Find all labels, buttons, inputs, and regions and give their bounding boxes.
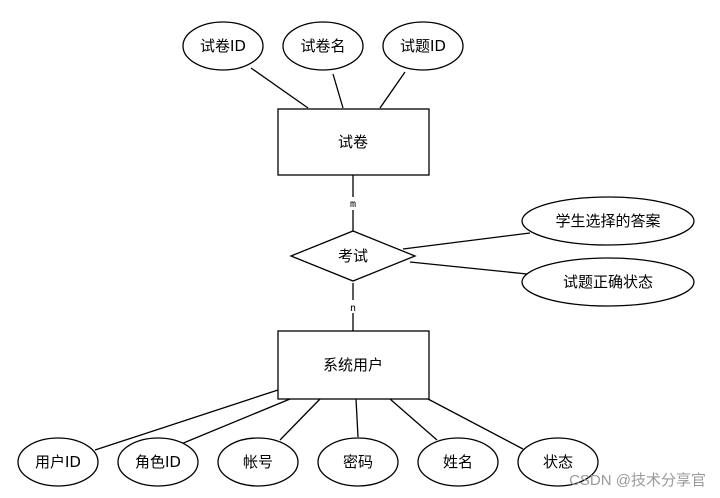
line-paper-attr-2: [332, 73, 344, 109]
attr-exam-2[interactable]: [521, 257, 695, 307]
attr-user-6[interactable]: [517, 437, 599, 487]
entity-exam-paper-label: 试卷: [338, 133, 368, 151]
entity-system-user[interactable]: [277, 330, 430, 400]
line-user-attr-2: [180, 398, 291, 445]
attr-user-4-label: 密码: [343, 453, 373, 471]
attr-user-4[interactable]: [317, 437, 399, 487]
attr-paper-2-label: 试卷名: [300, 37, 345, 55]
attr-paper-3-label: 试题ID: [400, 37, 446, 55]
attr-paper-1-label: 试卷ID: [200, 37, 246, 55]
line-user-attr-1: [94, 389, 279, 451]
entity-system-user-label: 系统用户: [323, 356, 383, 374]
cardinality-n: n: [350, 303, 356, 314]
line-paper-attr-1: [250, 67, 309, 109]
line-rel-attr-1: [402, 232, 531, 250]
cardinality-m: m: [350, 199, 356, 210]
attr-paper-3[interactable]: [382, 21, 464, 71]
attr-user-3-label: 帐号: [243, 453, 273, 471]
relationship-exam-label: 考试: [338, 247, 368, 265]
connector-lines: [94, 67, 531, 451]
attr-user-2-label: 角色ID: [135, 453, 181, 471]
attr-user-3[interactable]: [217, 437, 299, 487]
line-user-attr-5: [389, 398, 438, 441]
attr-user-5[interactable]: [417, 437, 499, 487]
attr-exam-1-label: 学生选择的答案: [555, 212, 660, 230]
attr-paper-1[interactable]: [182, 21, 264, 71]
attr-exam-1[interactable]: [521, 196, 695, 246]
line-user-attr-6: [427, 398, 524, 450]
attr-user-2[interactable]: [117, 437, 199, 487]
attr-exam-2-label: 试题正确状态: [563, 273, 653, 291]
attr-user-5-label: 姓名: [443, 453, 473, 471]
csdn-watermark: CSDN @技术分享官: [569, 472, 706, 489]
attr-user-1[interactable]: [17, 437, 99, 487]
line-paper-attr-3: [379, 71, 406, 109]
attr-paper-2[interactable]: [282, 21, 364, 71]
entity-exam-paper[interactable]: [277, 108, 430, 176]
attr-user-1-label: 用户ID: [35, 453, 81, 471]
line-user-attr-3: [279, 398, 321, 441]
line-user-attr-4: [355, 398, 359, 438]
relationship-exam[interactable]: [289, 230, 417, 282]
line-rel-attr-2: [409, 261, 528, 275]
attr-user-6-label: 状态: [543, 453, 573, 471]
